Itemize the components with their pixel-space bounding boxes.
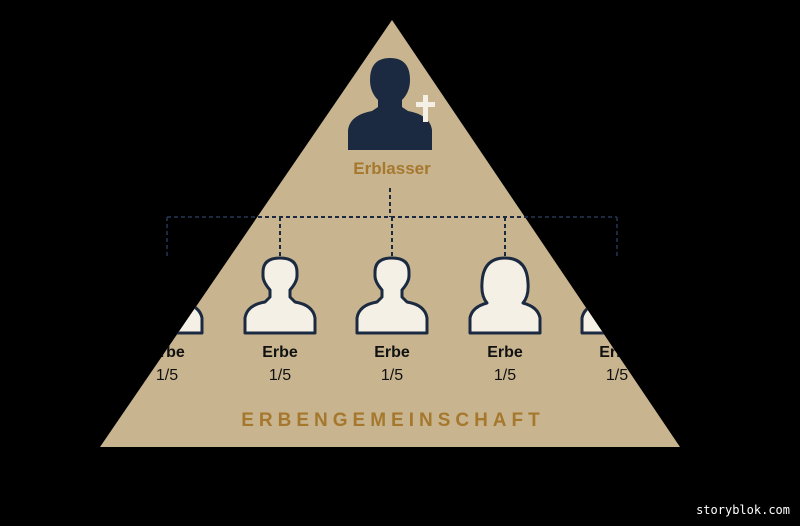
heir-share: 1/5 (494, 367, 516, 384)
heir-share: 1/5 (269, 367, 291, 384)
heir-3: Erbe 1/5 (355, 256, 429, 384)
deceased-person-icon (348, 58, 432, 150)
deceased-label: Erblasser (353, 159, 431, 178)
heir-4: Erbe 1/5 (468, 256, 542, 384)
heir-label: Erbe (262, 344, 298, 361)
male-person-icon (355, 256, 429, 335)
heir-2: Erbe 1/5 (243, 256, 317, 384)
female-person-icon (580, 256, 654, 335)
community-label: ERBENGEMEINSCHAFT (241, 410, 545, 431)
male-person-icon (243, 256, 317, 335)
heir-label: Erbe (149, 344, 185, 361)
heir-share: 1/5 (606, 367, 628, 384)
female-person-icon (130, 256, 204, 335)
female-person-icon (468, 256, 542, 335)
heir-label: Erbe (487, 344, 523, 361)
pyramid-shape (100, 20, 680, 447)
heir-share: 1/5 (381, 367, 403, 384)
heir-share: 1/5 (156, 367, 178, 384)
heir-label: Erbe (374, 344, 410, 361)
connector-lines (166, 188, 618, 258)
cross-icon (416, 95, 435, 122)
watermark-text: storyblok.com (696, 503, 790, 517)
heir-label: Erbe (599, 344, 635, 361)
